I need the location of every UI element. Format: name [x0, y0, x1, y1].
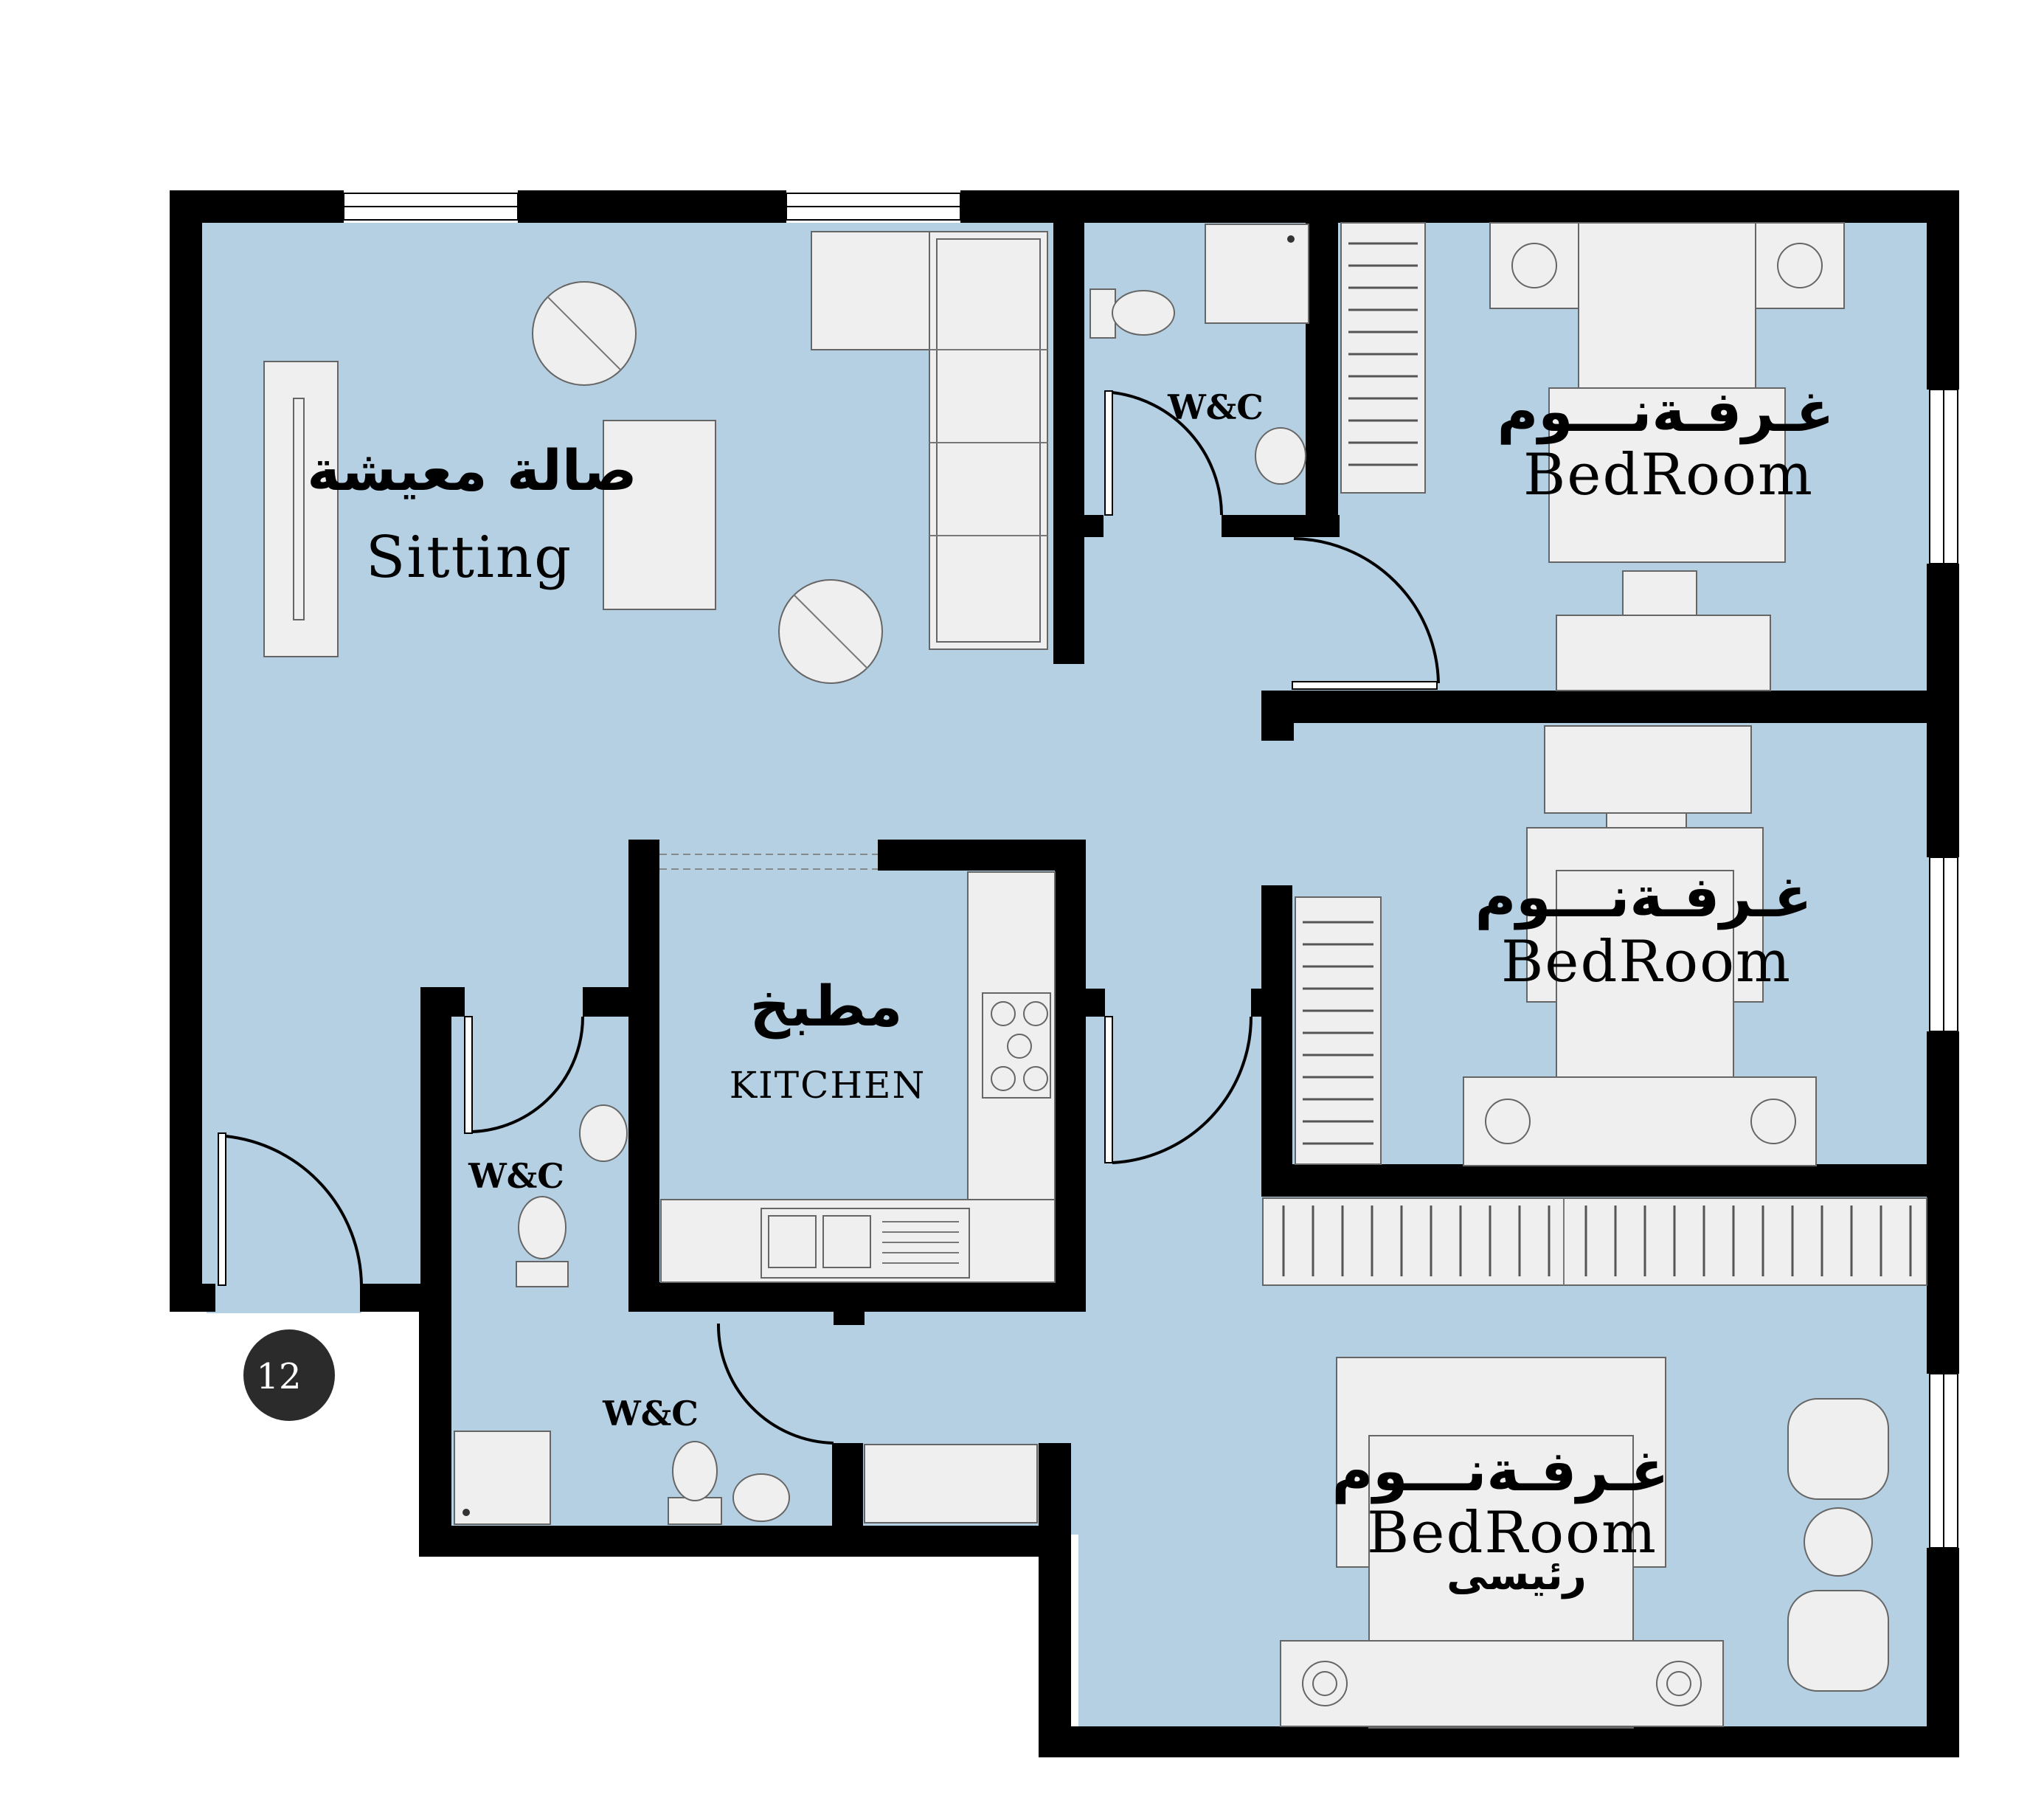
master-furniture — [1262, 1197, 1927, 1729]
sitting-label-en: Sitting — [366, 525, 572, 591]
bedroom2-label-en: BedRoom — [1501, 929, 1792, 995]
master-label-en: BedRoom — [1367, 1500, 1657, 1566]
unit-number: 12 — [256, 1356, 301, 1397]
bedroom1-label-en: BedRoom — [1523, 442, 1814, 508]
sitting-label-ar: صالة معيشة — [307, 437, 637, 503]
wc-left-label: W&C — [468, 1156, 564, 1196]
kitchen-label-ar: مطبخ — [750, 973, 903, 1040]
kitchen-label-en: KITCHEN — [730, 1064, 926, 1107]
bedroom1-furniture — [1489, 222, 1845, 691]
wc-bottom-fixtures — [454, 1431, 1038, 1525]
bedroom2-label-ar: غـرفـةنـــوم — [1475, 864, 1812, 930]
wc-bottom-label: W&C — [602, 1394, 699, 1433]
kitchen-fixtures — [660, 871, 1056, 1283]
walls — [170, 190, 1959, 1757]
bedroom1-label-ar: غـرفـةنـــوم — [1497, 378, 1835, 445]
master-label-ar: غـرفـةنـــوم — [1332, 1438, 1669, 1504]
sitting-furniture — [263, 231, 1048, 684]
master-sub-label: رئيسى — [1447, 1552, 1587, 1599]
doors — [218, 390, 1440, 1445]
wc-top-label: W&C — [1167, 387, 1264, 427]
wc-top-fixtures — [1089, 222, 1426, 494]
windows — [343, 193, 1958, 1549]
unit-number-badge: 12 — [243, 1329, 335, 1421]
bedroom2-furniture — [1295, 725, 1817, 1166]
wc-left-fixtures — [516, 1104, 628, 1287]
